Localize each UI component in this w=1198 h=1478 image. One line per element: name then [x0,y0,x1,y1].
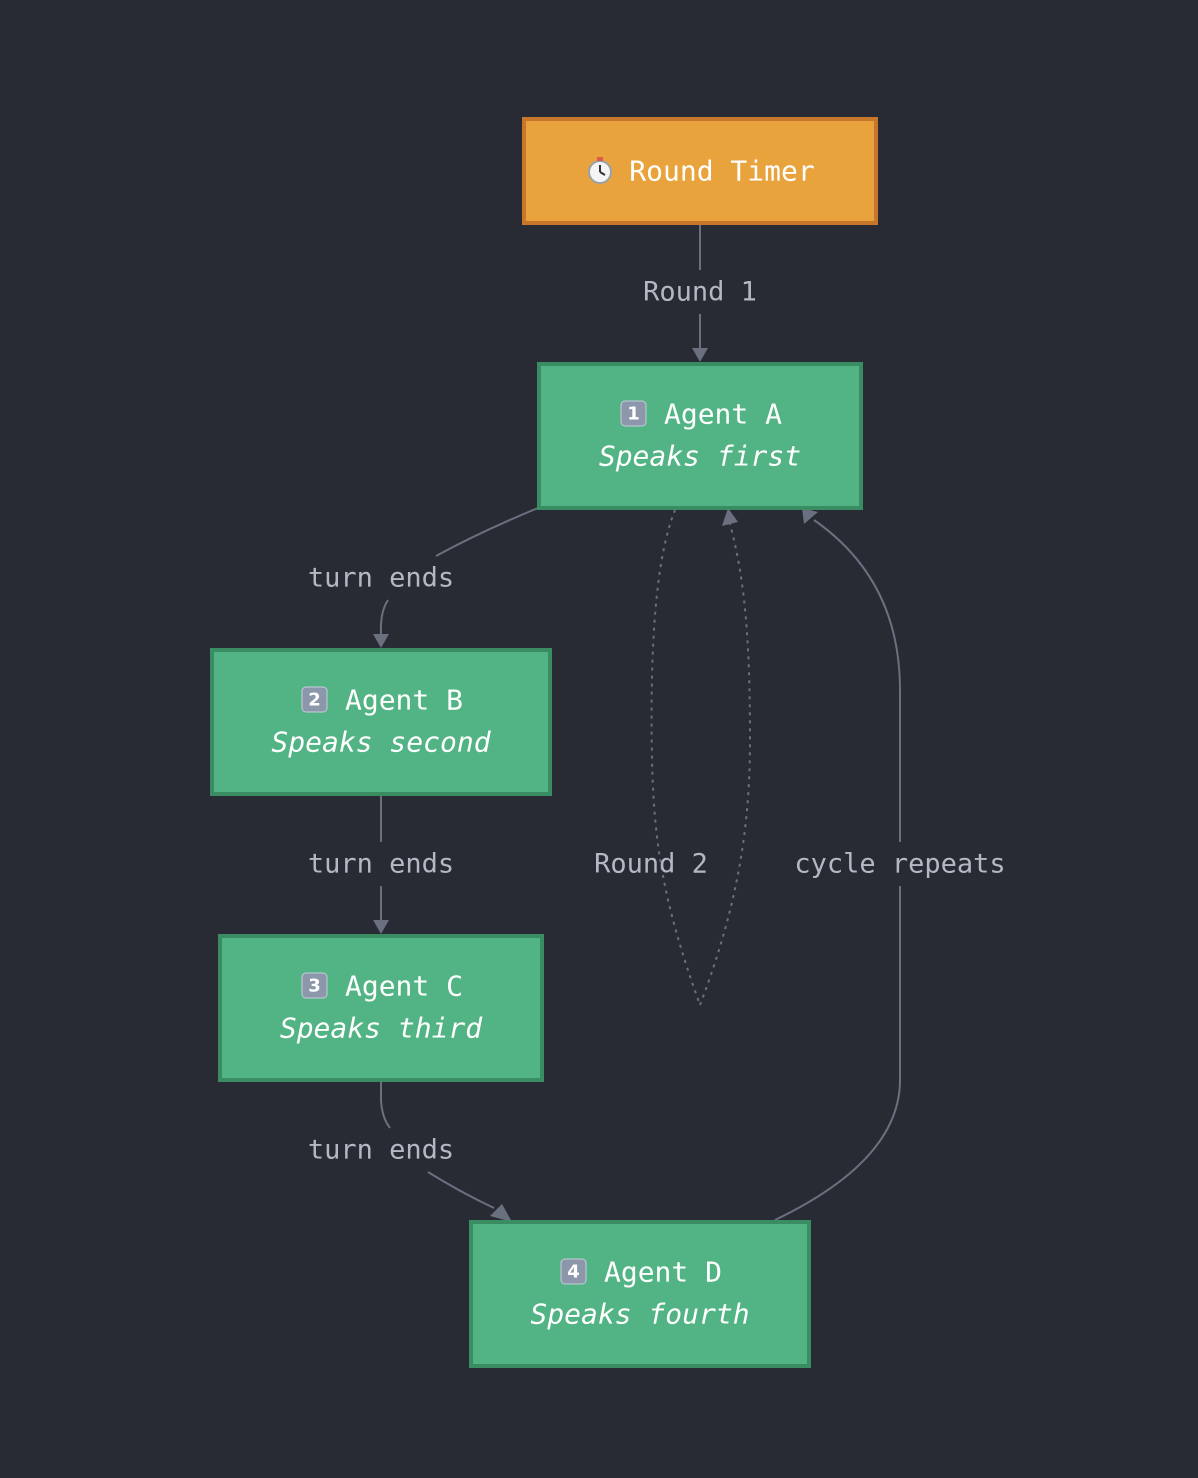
edge-round-2-loop: Round 2 [594,508,752,1006]
edge-label-turn-ends-1: turn ends [308,563,454,594]
node-subtitle-agent-a: Speaks first [599,440,801,473]
node-title-round-timer: Round Timer [629,155,814,188]
edge-agent-b-to-agent-c: turn ends [308,796,454,934]
svg-text:2: 2 [308,690,321,711]
edge-agent-d-to-agent-a: cycle repeats [774,508,1006,1221]
edge-label-turn-ends-2: turn ends [308,849,454,880]
node-agent-a: 1 Agent A Speaks first [537,362,863,510]
svg-text:1: 1 [627,404,640,425]
svg-text:4: 4 [567,1262,580,1283]
edge-label-cycle-repeats: cycle repeats [794,849,1005,880]
node-agent-c: 3 Agent C Speaks third [218,934,544,1082]
node-agent-d: 4 Agent D Speaks fourth [469,1220,811,1368]
edge-label-round-1: Round 1 [643,277,757,308]
edge-label-turn-ends-3: turn ends [308,1135,454,1166]
node-title-agent-c: Agent C [345,970,463,1003]
edge-agent-a-to-agent-b: turn ends [308,507,539,648]
edge-label-round-2: Round 2 [594,849,708,880]
keycap-1-icon: 1 [620,400,647,427]
keycap-4-icon: 4 [560,1258,587,1285]
node-agent-b: 2 Agent B Speaks second [210,648,552,796]
svg-text:3: 3 [308,976,321,997]
stopwatch-icon [588,157,612,184]
edge-agent-c-to-agent-d: turn ends [308,1082,512,1222]
edge-timer-to-agent-a: Round 1 [643,224,757,362]
node-title-agent-d: Agent D [604,1256,722,1289]
node-subtitle-agent-c: Speaks third [280,1012,483,1045]
node-subtitle-agent-d: Speaks fourth [530,1298,749,1331]
node-round-timer: Round Timer [522,117,878,225]
keycap-2-icon: 2 [301,686,328,713]
node-title-agent-b: Agent B [345,684,463,717]
node-title-agent-a: Agent A [664,398,782,431]
keycap-3-icon: 3 [301,972,328,999]
node-subtitle-agent-b: Speaks second [271,726,491,759]
